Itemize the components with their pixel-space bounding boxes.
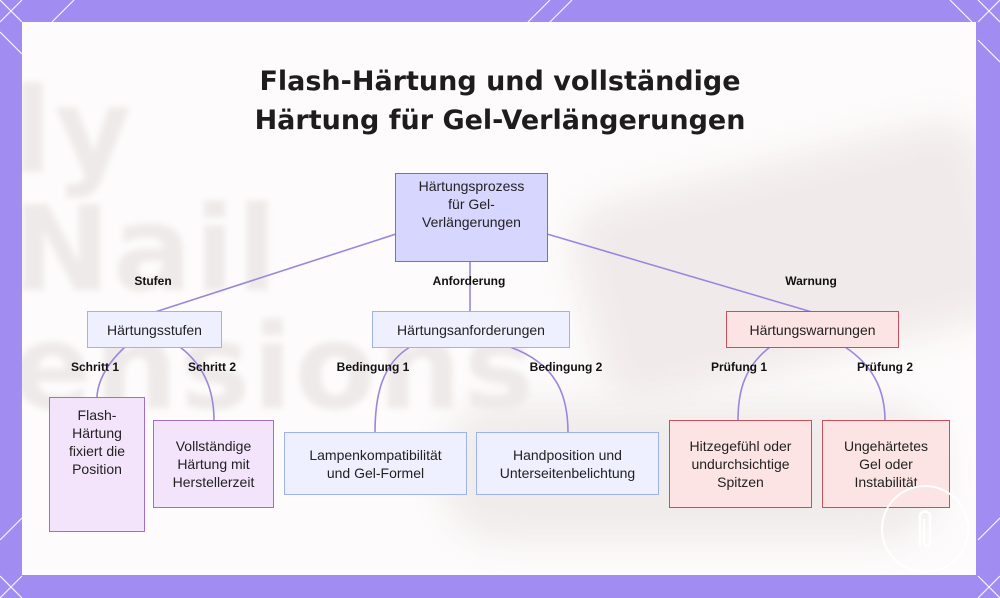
node-ungehaertet: Ungehärtetes Gel oder Instabilität	[822, 420, 950, 508]
edge-label-schritt2: Schritt 2	[187, 360, 237, 374]
edge-stufen-vollstaendig	[179, 346, 215, 422]
edge-warn-hitze	[737, 346, 771, 422]
node-root: Härtungsprozess für Gel- Verlängerungen	[395, 173, 548, 262]
edge-label-anforderung: Anforderung	[432, 274, 506, 288]
edge-label-warnung: Warnung	[785, 274, 837, 288]
watermark-line: Nail	[22, 180, 280, 318]
edge-anf-lampe	[374, 346, 411, 434]
edge-label-schritt1: Schritt 1	[70, 360, 120, 374]
edge-label-stufen: Stufen	[134, 274, 172, 288]
edge-stufen-flash	[96, 346, 126, 399]
page-title-line-1: Flash-Härtung und vollständige	[259, 66, 741, 97]
edge-label-pruefung1: Prüfung 1	[711, 360, 767, 374]
node-hand: Handposition und Unterseitenbelichtung	[476, 432, 659, 495]
watermark-line: ly	[22, 62, 134, 200]
edge-label-pruefung2: Prüfung 2	[857, 360, 913, 374]
node-anforderungen: Härtungsanforderungen	[372, 311, 570, 348]
paperclip-icon	[881, 485, 969, 573]
node-flash: Flash- Härtung fixiert die Position	[49, 397, 145, 532]
edge-label-bedingung1: Bedingung 1	[336, 360, 410, 374]
node-lampe: Lampenkompatibilität und Gel-Formel	[284, 432, 467, 495]
edge-root-warnungen	[546, 233, 813, 313]
edge-root-stufen	[154, 233, 397, 313]
node-stufen: Härtungsstufen	[87, 311, 222, 348]
edge-label-bedingung2: Bedingung 2	[529, 360, 603, 374]
edge-anf-hand	[509, 346, 569, 434]
node-hitze: Hitzegefühl oder undurchsichtige Spitzen	[669, 420, 812, 508]
node-warnungen: Härtungswarnungen	[726, 311, 899, 348]
node-vollstaendig: Vollständige Härtung mit Herstellerzeit	[153, 420, 274, 508]
page-title-line-2: Härtung für Gel-Verlängerungen	[254, 105, 746, 136]
edge-warn-ungehaertet	[844, 346, 886, 422]
